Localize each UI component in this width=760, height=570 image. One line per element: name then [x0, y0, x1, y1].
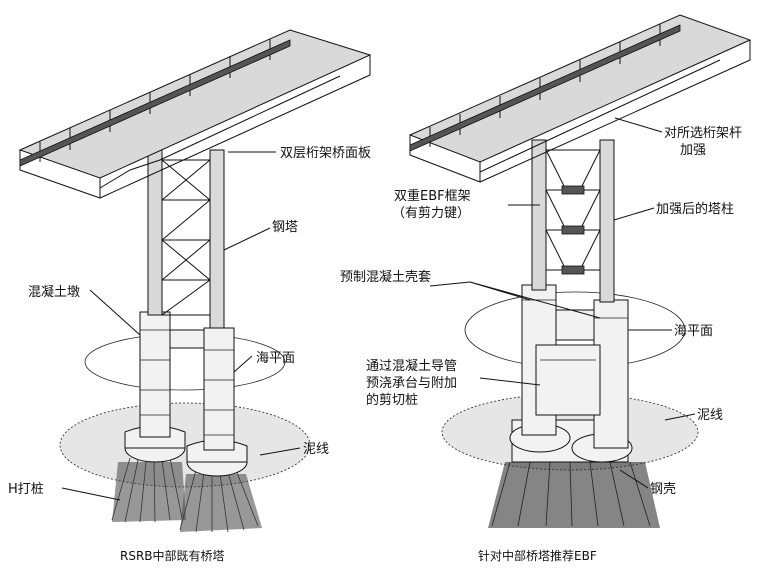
- label-precast-shell: 预制混凝土壳套: [340, 269, 431, 285]
- label-steel-shell: 钢壳: [650, 482, 676, 497]
- label-concrete-pier: 混凝土墩: [28, 284, 80, 300]
- left-concrete-pier-2: [203, 327, 235, 451]
- label-tremie-line2: 预浇承台与附加: [366, 376, 457, 391]
- right-annotations: 对所选桁架杆 加强 双重EBF框架 （有剪力键） 加强后的塔柱 预制混凝土壳套 …: [340, 117, 742, 563]
- right-tower-illustration: [408, 14, 752, 528]
- label-sea-level-right: 海平面: [674, 324, 713, 339]
- label-mudline-right: 泥线: [697, 408, 723, 423]
- left-h-piles: [111, 457, 262, 533]
- caption-left: RSRB中部既有桥塔: [120, 548, 225, 563]
- label-truss-deck: 双层桁架桥面板: [280, 146, 371, 161]
- label-steel-tower: 钢塔: [272, 220, 298, 235]
- left-concrete-pier-1: [139, 311, 171, 438]
- label-tremie-line3: 的剪切桩: [366, 392, 418, 408]
- right-precast-shell: [521, 284, 629, 449]
- label-sea-level-left: 海平面: [256, 351, 295, 366]
- right-truss-deck: [408, 14, 752, 183]
- left-pier-strut: [169, 329, 205, 349]
- label-truss-member-strengthen-line2: 加强: [680, 143, 706, 158]
- right-steel-tower-ebf: [531, 139, 615, 303]
- label-strengthened-column: 加强后的塔柱: [656, 201, 734, 217]
- left-steel-tower: [147, 149, 225, 329]
- label-h-pile: H打桩: [8, 482, 44, 497]
- label-double-ebf-line1: 双重EBF框架: [394, 188, 471, 204]
- right-piles: [488, 461, 660, 528]
- left-annotations: 双层桁架桥面板 钢塔 混凝土墩 海平面 泥线 H打桩 RSRB中部既有桥塔: [8, 146, 371, 563]
- label-double-ebf-line2: （有剪力键）: [392, 205, 470, 221]
- label-mudline-left: 泥线: [303, 442, 329, 457]
- label-truss-member-strengthen-line1: 对所选桁架杆: [664, 126, 742, 141]
- caption-right: 针对中部桥塔推荐EBF: [478, 548, 597, 563]
- left-tower-illustration: [18, 29, 372, 533]
- label-tremie-line1: 通过混凝土导管: [366, 358, 457, 374]
- left-truss-deck: [18, 29, 372, 199]
